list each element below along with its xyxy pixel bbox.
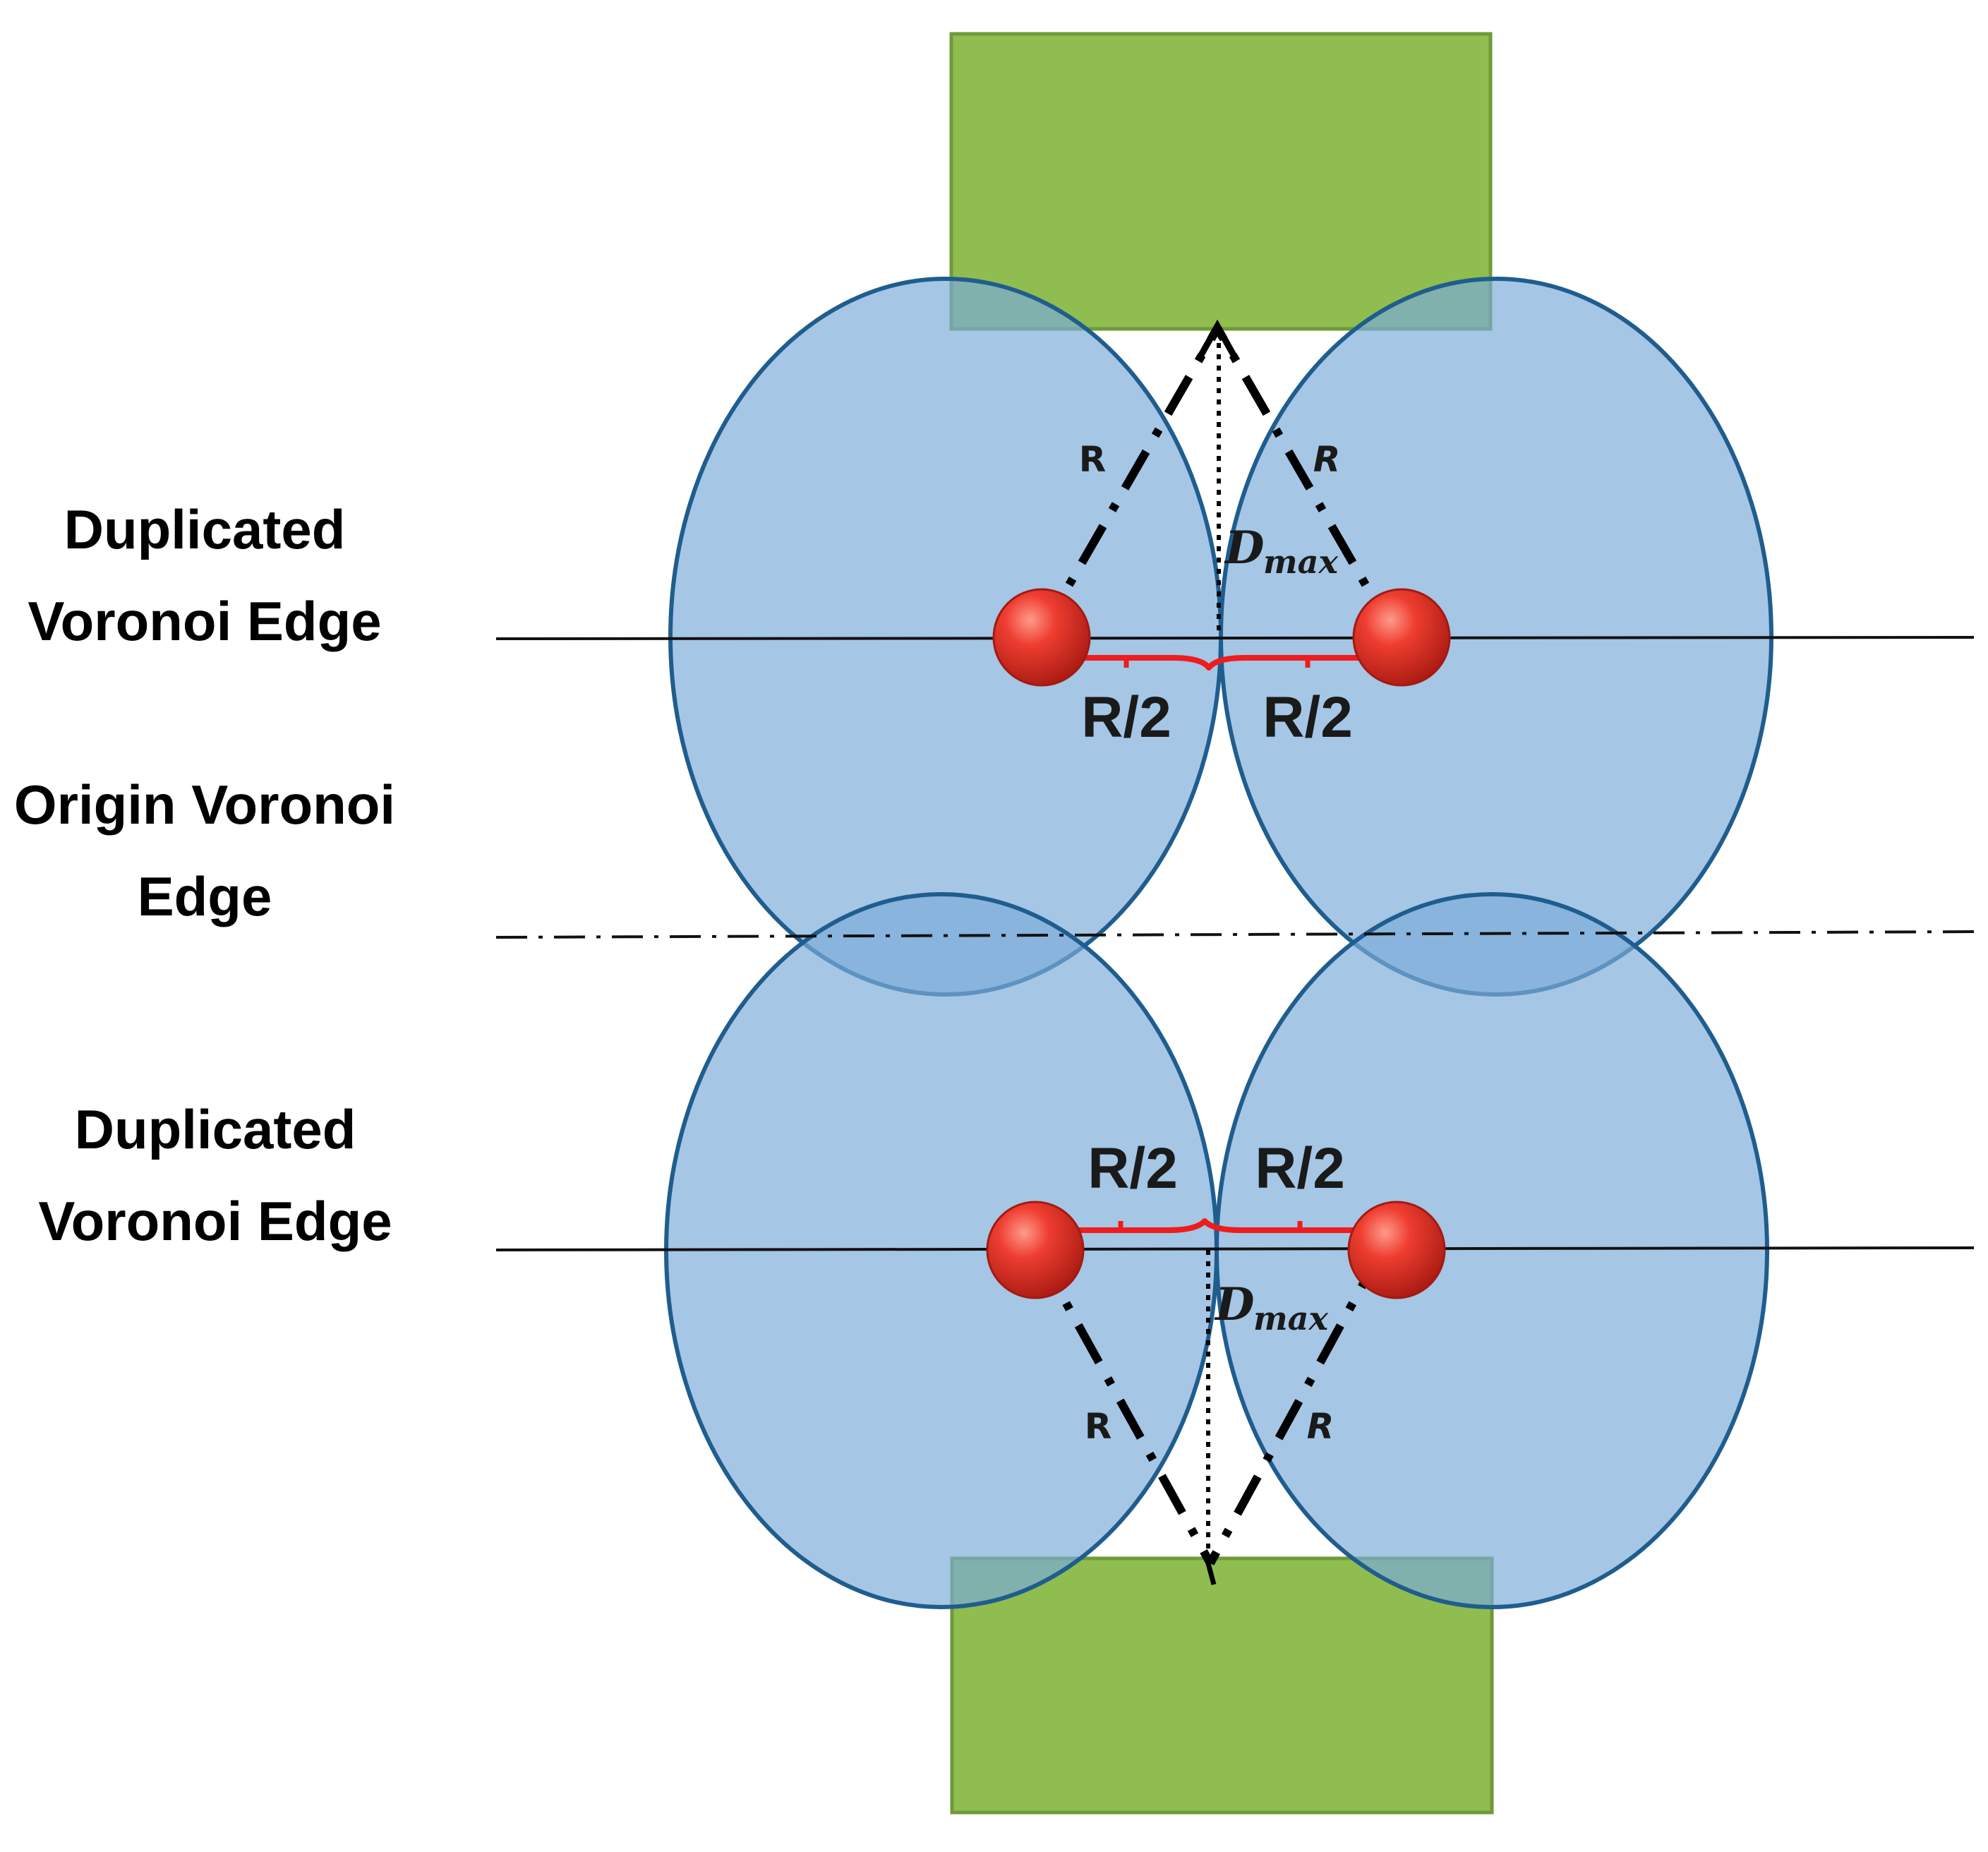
origin-voronoi-edge: [495, 930, 1981, 939]
bottom-right-sensor-node: [1347, 1201, 1446, 1299]
top-apex-arrowhead: [1198, 319, 1236, 357]
top-dmax-sub: max: [1263, 543, 1338, 581]
bottom-apex-tail: [1205, 1563, 1217, 1585]
top-right-radius-label: R: [1313, 439, 1341, 480]
bottom-label-line2: Voronoi Edge: [38, 1190, 392, 1252]
top-dmax-main: D: [1224, 522, 1265, 575]
bottom-duplicated-edge-label: Duplicated Voronoi Edge: [7, 1083, 423, 1267]
bottom-dmax-label: D max: [1214, 1278, 1328, 1337]
coverage-circle-bottom-right: [1215, 892, 1769, 1609]
top-duplicated-voronoi-edge: [495, 636, 1975, 640]
bottom-right-half-radius-label: R/2: [1255, 1136, 1345, 1201]
bottom-dmax-main: D: [1214, 1278, 1255, 1331]
top-label-line1: Duplicated: [64, 498, 346, 560]
bottom-right-radius-line: [1206, 1248, 1386, 1565]
bottom-left-half-radius-label: R/2: [1088, 1136, 1178, 1201]
top-obstacle: [949, 32, 1493, 331]
top-left-half-radius-label: R/2: [1081, 685, 1171, 750]
bottom-duplicated-voronoi-edge: [495, 1246, 1975, 1251]
top-right-sensor-node: [1352, 588, 1451, 687]
top-dmax-label: D max: [1224, 522, 1338, 581]
bottom-left-radius-line: [1032, 1248, 1215, 1565]
coverage-circle-top-left: [668, 277, 1223, 997]
top-right-radius-line: [1213, 325, 1400, 640]
top-left-radius-label: R: [1079, 439, 1107, 480]
bottom-dmax-sub: max: [1253, 1299, 1328, 1337]
top-duplicated-edge-label: Duplicated Voronoi Edge: [0, 483, 409, 667]
origin-label-line1: Origin Voronoi: [13, 774, 396, 836]
top-label-line2: Voronoi Edge: [28, 590, 382, 652]
bottom-obstacle: [950, 1556, 1494, 1815]
bottom-left-radius-label: R: [1085, 1406, 1112, 1447]
top-left-sensor-node: [992, 588, 1091, 687]
bottom-label-line1: Duplicated: [74, 1098, 356, 1160]
top-right-half-radius-label: R/2: [1263, 685, 1353, 750]
origin-label-line2: Edge: [137, 865, 272, 927]
top-left-radius-line: [1035, 325, 1222, 640]
origin-voronoi-edge-label: Origin Voronoi Edge: [0, 759, 409, 942]
bottom-left-sensor-node: [986, 1201, 1085, 1299]
bottom-right-radius-label: R: [1307, 1406, 1335, 1447]
